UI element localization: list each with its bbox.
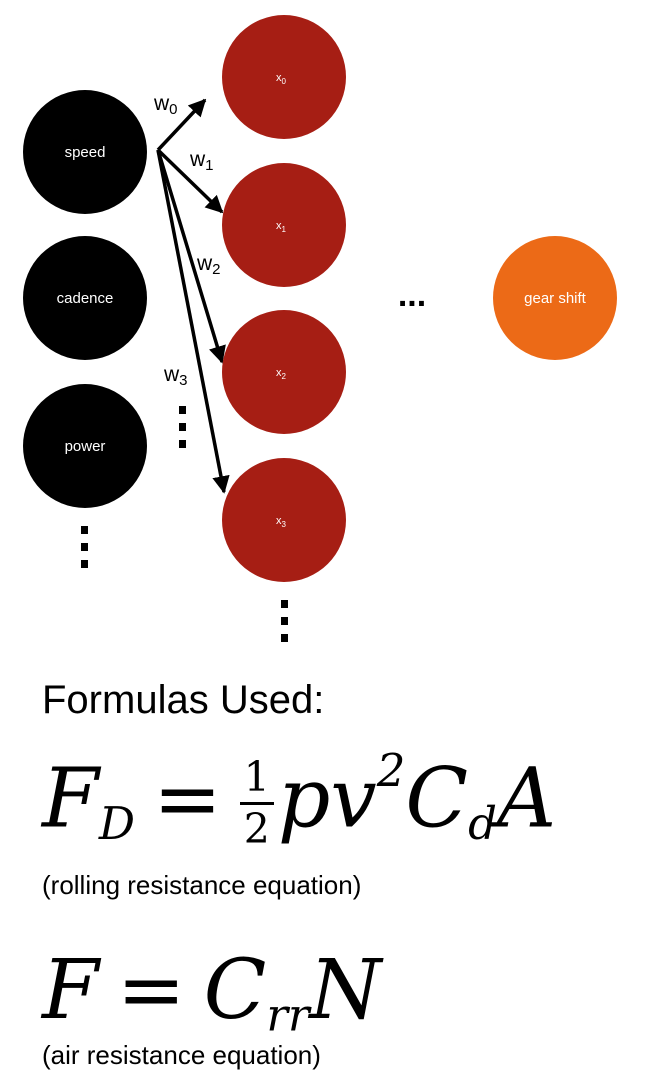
drag-lhs-sub: D xyxy=(98,797,136,851)
hidden-node-x2 xyxy=(222,310,346,434)
arrow-w3 xyxy=(156,149,230,494)
input-node-power xyxy=(23,384,147,508)
input-node-cadence-label: cadence xyxy=(57,290,114,307)
arrow-w2 xyxy=(156,149,226,364)
hidden-layer: x0 x1 x2 x3 xyxy=(222,15,346,582)
hidden-node-x1-label: x1 xyxy=(276,220,287,234)
horizontal-ellipsis: ... xyxy=(398,276,426,314)
drag-frac-num: 1 xyxy=(239,756,274,805)
hidden-node-x3 xyxy=(222,458,346,582)
vertical-ellipsis-weights xyxy=(179,406,186,448)
neural-network-diagram: w0 w1 w2 w3 speed cadence power x0 x1 x2… xyxy=(23,15,617,642)
weight-arrows xyxy=(156,98,230,494)
vertical-ellipsis-hidden xyxy=(281,600,288,642)
rolling-caption: (air resistance equation) xyxy=(42,1040,321,1070)
rolling-c-sub: rr xyxy=(266,988,310,1042)
rolling-equals: = xyxy=(116,943,186,1038)
hidden-node-x0 xyxy=(222,15,346,139)
drag-lhs: F xyxy=(42,751,99,847)
rolling-c: C xyxy=(203,943,267,1038)
hidden-node-x2-label: x2 xyxy=(276,367,287,381)
rolling-formula: F=CrrN xyxy=(42,950,381,1038)
input-layer: speed cadence power xyxy=(23,90,147,508)
arrow-w0 xyxy=(156,98,207,152)
weight-label-w0: w0 xyxy=(153,92,178,118)
output-node-gear-shift-label: gear shift xyxy=(524,290,587,307)
input-node-speed-label: speed xyxy=(65,144,106,161)
weight-label-w1: w1 xyxy=(189,148,214,174)
formulas-title: Formulas Used: xyxy=(42,678,325,722)
weight-labels: w0 w1 w2 w3 xyxy=(153,92,221,389)
input-node-cadence xyxy=(23,236,147,360)
drag-a: A xyxy=(497,751,557,847)
hidden-node-x1 xyxy=(222,163,346,287)
drag-v: v xyxy=(330,751,377,847)
drag-c-sub: d xyxy=(468,797,498,851)
output-layer: gear shift xyxy=(493,236,617,360)
hidden-node-x3-label: x3 xyxy=(276,515,287,529)
input-node-speed xyxy=(23,90,147,214)
drag-frac-den: 2 xyxy=(243,804,270,853)
drag-equals: = xyxy=(153,751,222,847)
rolling-n: N xyxy=(309,943,382,1038)
rolling-lhs: F xyxy=(42,943,99,1038)
hidden-node-x0-label: x0 xyxy=(276,72,287,86)
drag-caption: (rolling resistance equation) xyxy=(42,870,362,900)
arrow-w1 xyxy=(156,148,224,214)
input-node-power-label: power xyxy=(65,438,106,455)
weight-label-w3: w3 xyxy=(163,363,188,389)
vertical-ellipsis-inputs xyxy=(81,526,88,568)
drag-c: C xyxy=(405,751,469,847)
drag-p: p xyxy=(277,751,331,847)
drag-v-sup: 2 xyxy=(376,744,406,797)
weight-label-w2: w2 xyxy=(196,252,221,278)
output-node-gear-shift xyxy=(493,236,617,360)
